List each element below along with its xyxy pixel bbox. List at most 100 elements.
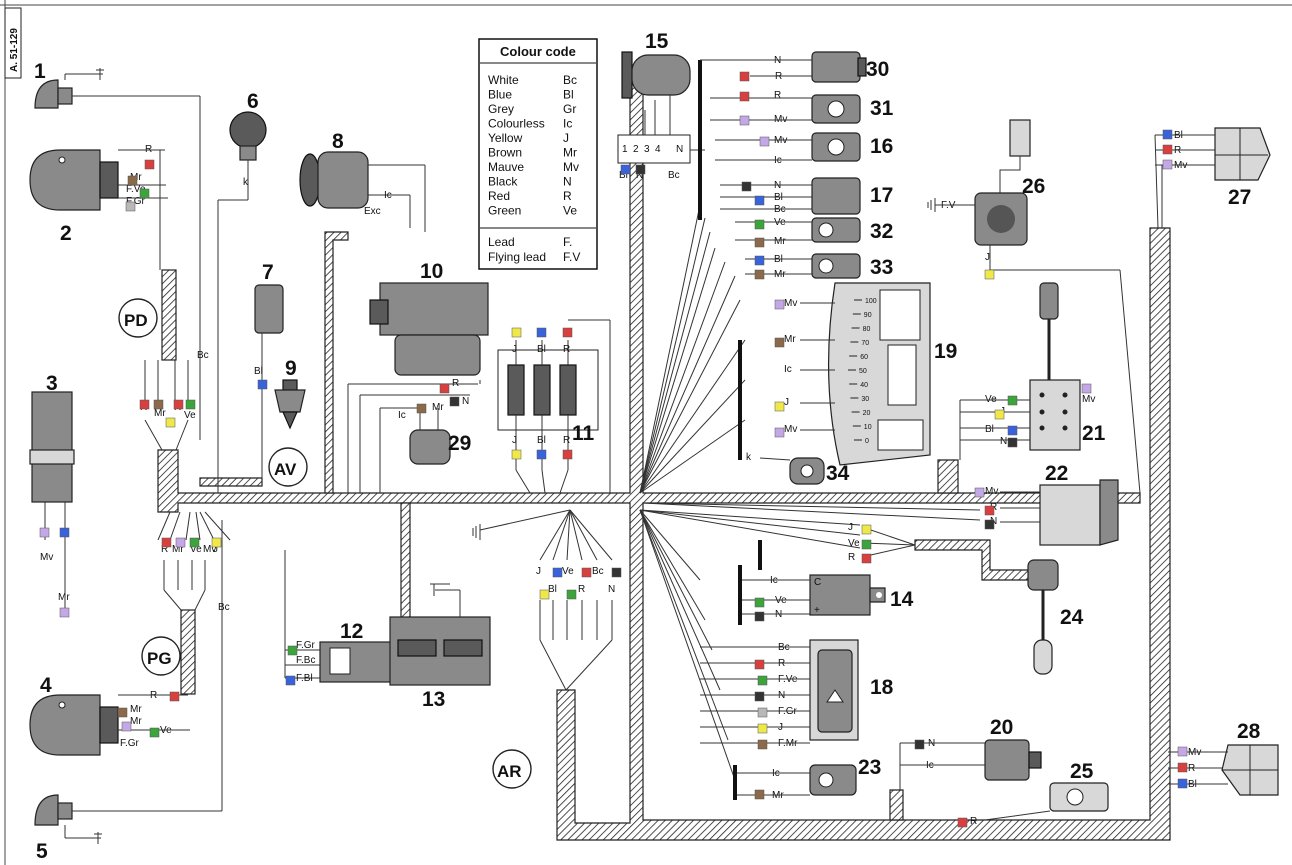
component-25-lamp: 25 R bbox=[970, 760, 1109, 827]
wire-colour-swatch bbox=[1162, 144, 1173, 155]
wire-colour-swatch bbox=[1177, 762, 1188, 773]
svg-text:A. 51-129: A. 51-129 bbox=[9, 28, 20, 72]
svg-text:Mr: Mr bbox=[774, 236, 786, 247]
svg-text:PD: PD bbox=[124, 311, 148, 330]
component-11-fuse-box: 11 J Bl R J Bl R bbox=[497, 319, 611, 494]
component-27-rear-lamp: 27 Bl R Mv bbox=[1154, 127, 1271, 229]
gauge-tick-label: 100 bbox=[865, 298, 877, 305]
wire-colour-swatch bbox=[539, 589, 550, 600]
svg-text:R: R bbox=[578, 584, 585, 595]
component-9-oil-pressure: 9 bbox=[274, 357, 306, 430]
svg-text:Bc: Bc bbox=[218, 602, 230, 613]
svg-text:Colour code: Colour code bbox=[500, 44, 576, 59]
svg-text:Bl: Bl bbox=[254, 366, 263, 377]
svg-text:R: R bbox=[970, 816, 977, 827]
gauge-tick-label: 50 bbox=[859, 368, 867, 375]
gauge-tick-label: 90 bbox=[864, 312, 872, 319]
svg-text:19: 19 bbox=[934, 340, 957, 363]
component-28-rear-lamp: 28 Mv R Bl bbox=[1168, 720, 1279, 796]
component-26-switch: 26 F.V J bbox=[935, 119, 1141, 494]
svg-text:Mv: Mv bbox=[40, 552, 53, 563]
svg-text:Mr: Mr bbox=[130, 716, 142, 727]
component-14-relay: 14 Ic Ve N C + bbox=[740, 574, 914, 620]
svg-text:1: 1 bbox=[34, 60, 46, 83]
wire-colour-swatch bbox=[754, 237, 765, 248]
svg-text:R: R bbox=[161, 544, 168, 555]
svg-text:F.Bc: F.Bc bbox=[296, 655, 315, 666]
wire-colour-swatch bbox=[754, 611, 765, 622]
legend-colour-name: Colourless bbox=[488, 117, 545, 131]
svg-text:J: J bbox=[512, 344, 517, 355]
wire-colour-swatch bbox=[861, 539, 872, 550]
legend-colour-code: J bbox=[563, 131, 569, 145]
svg-text:Mr: Mr bbox=[432, 402, 444, 413]
wire-colour-swatch bbox=[153, 399, 164, 410]
label-bc-mid: Bc bbox=[197, 350, 209, 361]
svg-text:Exc: Exc bbox=[364, 206, 381, 217]
wire-colour-swatch bbox=[566, 589, 577, 600]
svg-text:Ic: Ic bbox=[384, 190, 392, 201]
component-30: 30 N R bbox=[774, 51, 889, 83]
legend-colour-name: Brown bbox=[488, 146, 522, 160]
svg-text:2: 2 bbox=[633, 144, 639, 155]
wire-colour-swatch bbox=[169, 691, 180, 702]
component-33: 33 Bl Mr bbox=[774, 253, 893, 280]
legend-extra-name: Flying lead bbox=[488, 250, 546, 264]
wire-colour-swatch bbox=[1007, 437, 1018, 448]
svg-text:Mv: Mv bbox=[784, 424, 797, 435]
gauge-tick-label: 20 bbox=[863, 410, 871, 417]
svg-text:k: k bbox=[746, 452, 752, 463]
wire-colour-swatch bbox=[125, 201, 136, 212]
svg-text:8: 8 bbox=[332, 130, 344, 153]
svg-text:26: 26 bbox=[1022, 175, 1045, 198]
legend-colour-name: Black bbox=[488, 175, 518, 189]
svg-text:J: J bbox=[985, 252, 990, 263]
svg-text:AR: AR bbox=[497, 762, 522, 781]
wire-colour-swatch bbox=[774, 401, 785, 412]
component-23: 23 Ic Mr bbox=[735, 756, 881, 801]
wire-colour-swatch bbox=[536, 449, 547, 460]
svg-text:16: 16 bbox=[870, 135, 893, 158]
wire-colour-swatch bbox=[562, 449, 573, 460]
wire-colour-swatch bbox=[59, 527, 70, 538]
svg-text:9: 9 bbox=[285, 357, 297, 380]
legend-extra-code: F. bbox=[563, 235, 572, 249]
wire-colour-swatch bbox=[774, 427, 785, 438]
component-12-regulator: 12 F.Gr F.Bc F.Bl bbox=[284, 550, 393, 684]
svg-text:Bc: Bc bbox=[668, 170, 680, 181]
wire-colour-swatch bbox=[1162, 129, 1173, 140]
wire-colour-swatch bbox=[285, 675, 296, 686]
svg-text:N: N bbox=[636, 170, 643, 181]
wire-colour-swatch bbox=[754, 255, 765, 266]
svg-text:Mv: Mv bbox=[985, 486, 998, 497]
legend-extra-name: Lead bbox=[488, 235, 515, 249]
svg-text:N: N bbox=[1000, 436, 1007, 447]
legend-colour-code: Bc bbox=[563, 73, 577, 87]
svg-text:Mr: Mr bbox=[154, 408, 166, 419]
wire-colour-swatch bbox=[511, 449, 522, 460]
legend-colour-code: N bbox=[563, 175, 572, 189]
wire-colour-swatch bbox=[536, 327, 547, 338]
wire-colour-swatch bbox=[984, 505, 995, 516]
svg-text:29: 29 bbox=[448, 432, 471, 455]
svg-text:10: 10 bbox=[420, 260, 443, 283]
svg-text:F.Gr: F.Gr bbox=[296, 640, 316, 651]
wire-colour-swatch bbox=[774, 299, 785, 310]
svg-text:J: J bbox=[784, 397, 789, 408]
svg-text:C: C bbox=[814, 577, 821, 588]
svg-text:Bc: Bc bbox=[592, 566, 604, 577]
junction-ar: AR bbox=[492, 749, 532, 789]
svg-text:14: 14 bbox=[890, 588, 914, 611]
svg-text:N: N bbox=[676, 144, 683, 155]
svg-text:4: 4 bbox=[655, 144, 661, 155]
wire-colour-swatch bbox=[149, 727, 160, 738]
wire-colour-swatch bbox=[757, 707, 768, 718]
legend-colour-code: R bbox=[563, 189, 572, 203]
wire-colour-swatch bbox=[774, 337, 785, 348]
wire-colour-swatch bbox=[974, 487, 985, 498]
svg-text:N: N bbox=[462, 396, 469, 407]
